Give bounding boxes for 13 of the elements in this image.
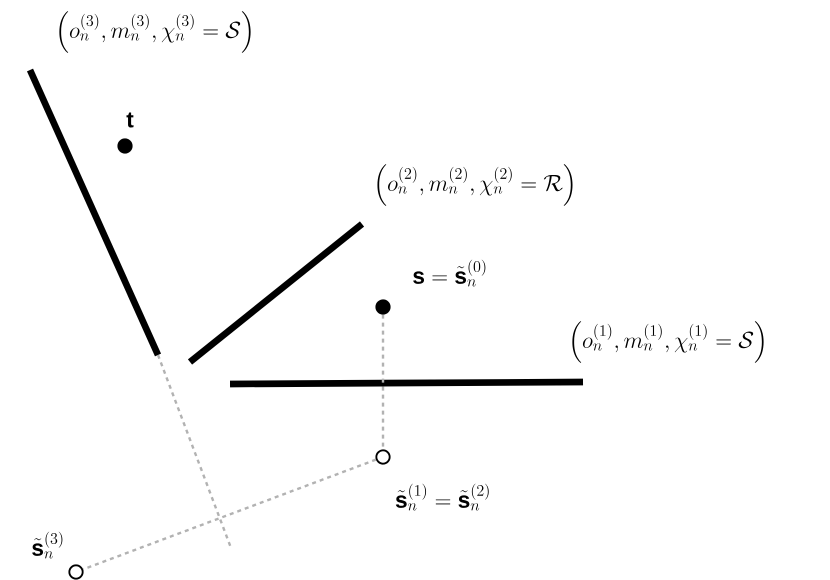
point-label: $\tilde{\mathbf{s}}_n^{(1)} = \tilde{\mathbf{s}}_n^{(2)}$	[396, 484, 489, 510]
point-label: $\tilde{\mathbf{s}}_n^{(3)}$	[32, 532, 62, 558]
point-label: $\mathbf{s} = \tilde{\mathbf{s}}_n^{(0)}$	[413, 260, 486, 286]
point-marker	[375, 449, 391, 465]
dashed-line	[82, 458, 376, 570]
point-marker	[68, 564, 84, 580]
segment-label: $\left(o_n^{(3)}, m_n^{(3)}, \chi_n^{(3)} = \mathcal{S}\right)$	[59, 11, 251, 53]
point-label: $\mathbf{t}$	[126, 112, 134, 128]
point-marker	[117, 138, 133, 154]
segment-label: $\left(o_n^{(1)}, m_n^{(1)}, \chi_n^{(1)} = \mathcal{S}\right)$	[572, 321, 764, 363]
segment-label: $\left(o_n^{(2)}, m_n^{(2)}, \chi_n^{(2)} = \mathcal{R}\right)$	[377, 164, 573, 206]
dashed-line	[382, 314, 384, 450]
point-marker	[375, 299, 391, 315]
